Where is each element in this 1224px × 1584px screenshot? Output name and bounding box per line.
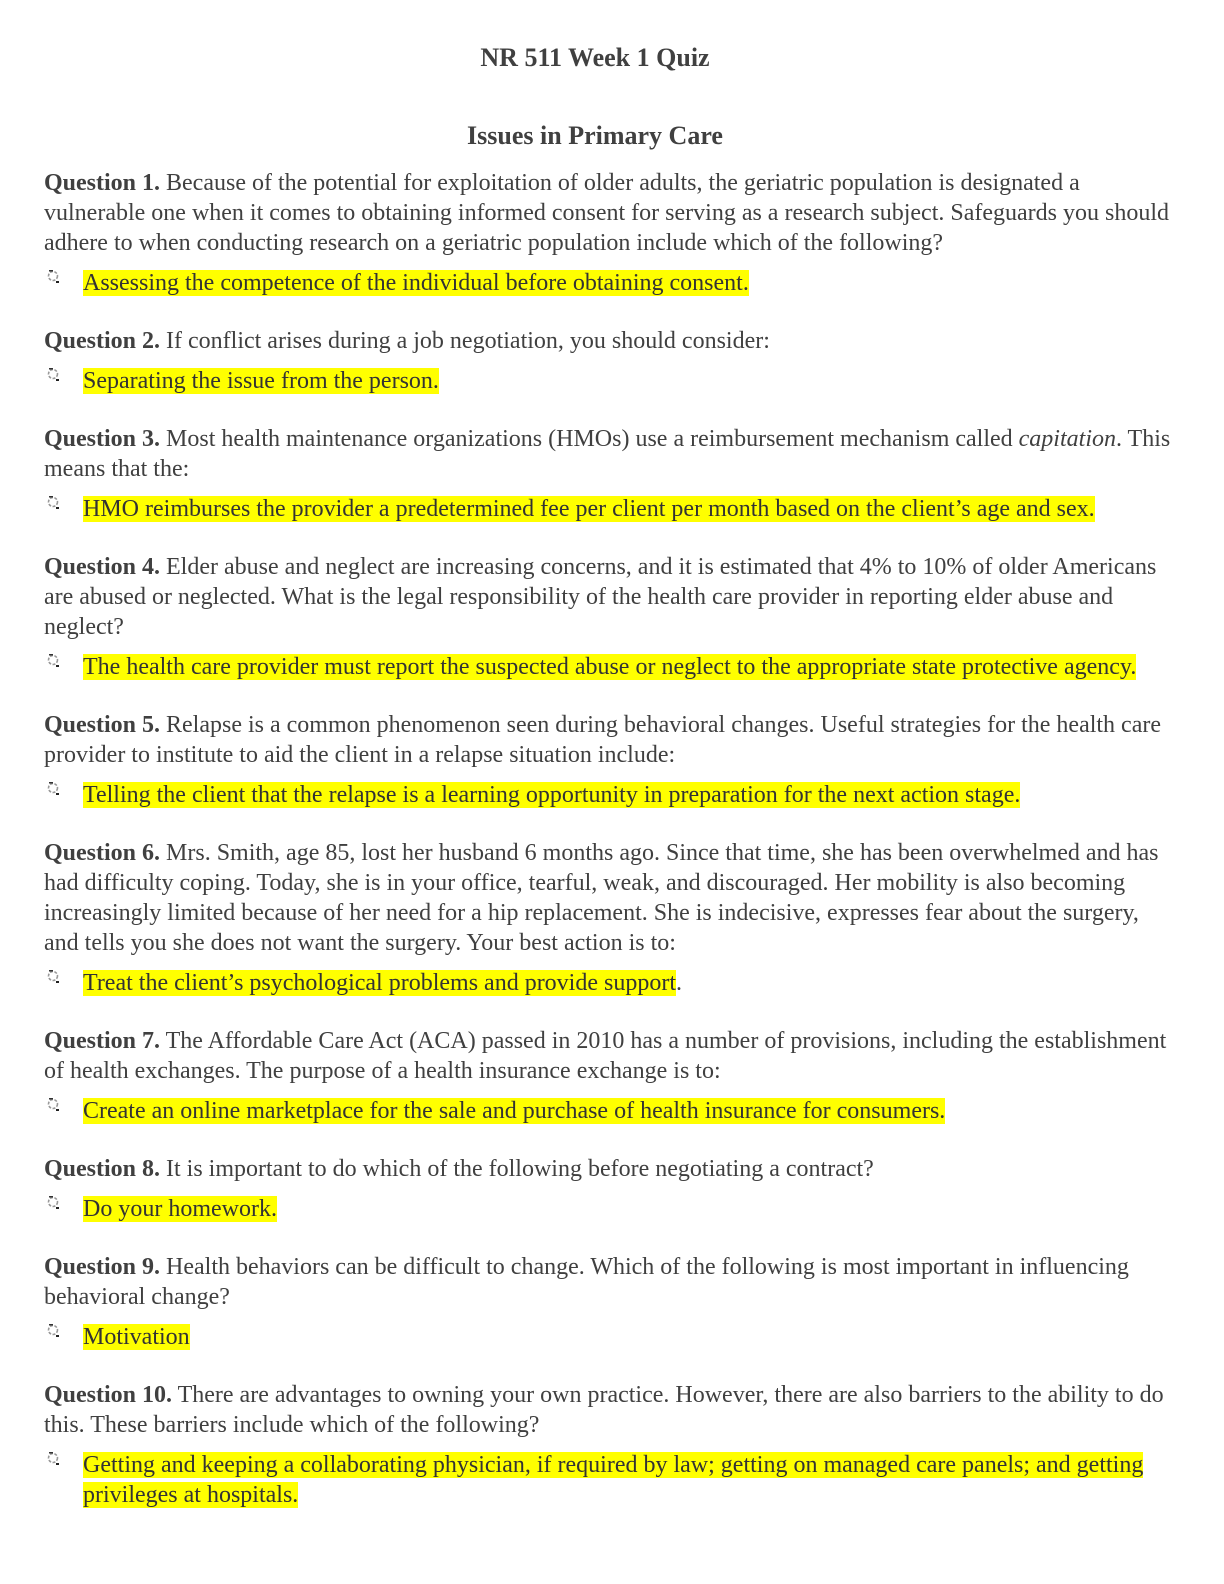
radio-button-icon[interactable] [46,962,60,983]
question-text: The Affordable Care Act (ACA) passed in … [44,1028,1167,1084]
radio-button-icon[interactable] [46,488,60,509]
document-subtitle: Issues in Primary Care [467,121,723,150]
radio-button-icon[interactable] [46,1444,60,1465]
question-text: Relapse is a common phenomenon seen duri… [44,712,1162,768]
question-label: Question 6. [44,840,161,866]
question-label: Question 3. [44,426,161,452]
answer-option[interactable]: Separating the issue from the person. [44,366,1174,396]
highlighted-answer: Separating the issue from the person. [83,368,439,394]
answer-option[interactable]: The health care provider must report the… [44,652,1174,682]
question-emphasis: capitation [1018,426,1116,452]
highlighted-answer: Do your homework. [83,1196,277,1222]
highlighted-answer: Assessing the competence of the individu… [83,270,749,296]
answer-option[interactable]: Create an online marketplace for the sal… [44,1096,1174,1126]
question-stem: Question 7. The Affordable Care Act (ACA… [44,1026,1174,1086]
answer-option[interactable]: HMO reimburses the provider a predetermi… [44,494,1174,524]
highlighted-answer: Treat the client’s psychological problem… [83,970,677,996]
question-text: Health behaviors can be difficult to cha… [44,1254,1129,1310]
question-label: Question 5. [44,712,161,738]
answer-suffix: . [676,970,683,996]
question-text: Because of the potential for exploitatio… [44,170,1170,256]
highlighted-answer: Motivation [83,1324,190,1350]
question-label: Question 2. [44,328,161,354]
question-label: Question 1. [44,170,161,196]
question-text: There are advantages to owning your own … [44,1382,1164,1438]
answer-option[interactable]: Treat the client’s psychological problem… [44,968,1174,998]
highlighted-answer: HMO reimburses the provider a predetermi… [83,496,1095,522]
question-stem: Question 3. Most health maintenance orga… [44,424,1174,484]
question-text-after: . This means that the: [44,426,1171,482]
highlighted-answer: Telling the client that the relapse is a… [83,782,1021,808]
question-text: It is important to do which of the follo… [166,1156,874,1182]
question-text: Most health maintenance organizations (H… [166,426,1013,452]
radio-button-icon[interactable] [46,1316,60,1337]
question-text: If conflict arises during a job negotiat… [166,328,770,354]
question-2: Question 2. If conflict arises during a … [44,326,1174,396]
question-label: Question 10. [44,1382,173,1408]
question-list: Question 1. Because of the potential for… [44,168,1174,1538]
question-label: Question 7. [44,1028,161,1054]
radio-button-icon[interactable] [46,262,60,283]
question-3: Question 3. Most health maintenance orga… [44,424,1174,524]
question-stem: Question 10. There are advantages to own… [44,1380,1174,1440]
answer-option[interactable]: Assessing the competence of the individu… [44,268,1174,298]
question-label: Question 8. [44,1156,161,1182]
question-label: Question 9. [44,1254,161,1280]
question-stem: Question 2. If conflict arises during a … [44,326,1174,356]
answer-option[interactable]: Motivation [44,1322,1174,1352]
highlighted-answer: Getting and keeping a collaborating phys… [83,1452,1144,1508]
question-stem: Question 1. Because of the potential for… [44,168,1174,258]
question-9: Question 9. Health behaviors can be diff… [44,1252,1174,1352]
answer-option[interactable]: Do your homework. [44,1194,1174,1224]
question-5: Question 5. Relapse is a common phenomen… [44,710,1174,810]
document-title: NR 511 Week 1 Quiz [480,43,710,72]
question-6: Question 6. Mrs. Smith, age 85, lost her… [44,838,1174,998]
radio-button-icon[interactable] [46,646,60,667]
question-stem: Question 9. Health behaviors can be diff… [44,1252,1174,1312]
radio-button-icon[interactable] [46,774,60,795]
radio-button-icon[interactable] [46,1090,60,1111]
question-label: Question 4. [44,554,161,580]
question-7: Question 7. The Affordable Care Act (ACA… [44,1026,1174,1126]
question-1: Question 1. Because of the potential for… [44,168,1174,298]
question-stem: Question 4. Elder abuse and neglect are … [44,552,1174,642]
question-text: Elder abuse and neglect are increasing c… [44,554,1157,640]
question-8: Question 8. It is important to do which … [44,1154,1174,1224]
question-stem: Question 6. Mrs. Smith, age 85, lost her… [44,838,1174,958]
question-stem: Question 8. It is important to do which … [44,1154,1174,1184]
question-stem: Question 5. Relapse is a common phenomen… [44,710,1174,770]
question-text: Mrs. Smith, age 85, lost her husband 6 m… [44,840,1159,956]
highlighted-answer: Create an online marketplace for the sal… [83,1098,946,1124]
highlighted-answer: The health care provider must report the… [83,654,1137,680]
question-10: Question 10. There are advantages to own… [44,1380,1174,1510]
radio-button-icon[interactable] [46,360,60,381]
answer-option[interactable]: Telling the client that the relapse is a… [44,780,1174,810]
question-4: Question 4. Elder abuse and neglect are … [44,552,1174,682]
answer-option[interactable]: Getting and keeping a collaborating phys… [44,1450,1174,1510]
radio-button-icon[interactable] [46,1188,60,1209]
